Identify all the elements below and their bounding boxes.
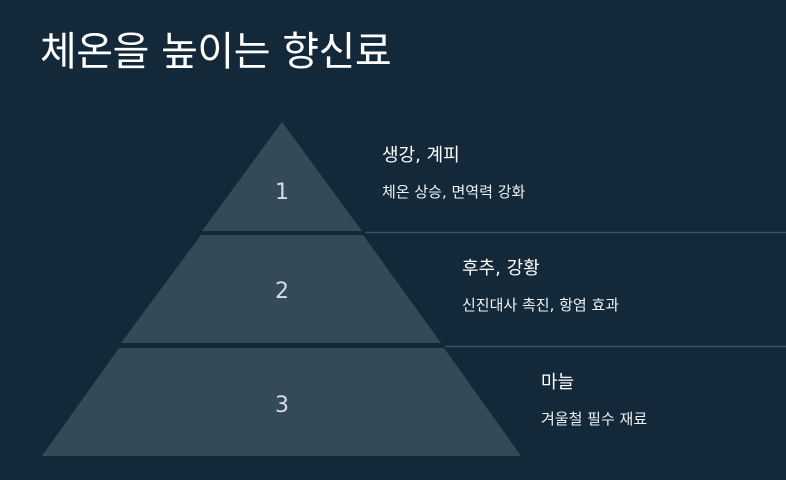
level-description-1: 체온 상승, 면역력 강화 xyxy=(382,182,526,201)
level-label-2: 후추, 강황 신진대사 촉진, 항염 효과 xyxy=(462,258,619,314)
level-heading-1: 생강, 계피 xyxy=(382,145,460,166)
pyramid-tier-3 xyxy=(42,348,521,456)
pyramid-tier-1 xyxy=(202,122,362,231)
page-title: 체온을 높이는 향신료 xyxy=(40,29,392,75)
tier-number-1: 1 xyxy=(275,180,289,205)
level-label-1: 생강, 계피 체온 상승, 면역력 강화 xyxy=(382,145,525,201)
pyramid-tier-2 xyxy=(121,235,441,343)
level-label-3: 마늘 겨울철 필수 재료 xyxy=(541,372,647,428)
level-heading-3: 마늘 xyxy=(541,372,575,393)
level-description-2: 신진대사 촉진, 항염 효과 xyxy=(462,295,620,314)
level-description-3: 겨울철 필수 재료 xyxy=(541,409,648,428)
tier-number-2: 2 xyxy=(275,279,289,304)
level-heading-2: 후추, 강황 xyxy=(462,258,540,279)
tier-number-3: 3 xyxy=(275,393,289,418)
